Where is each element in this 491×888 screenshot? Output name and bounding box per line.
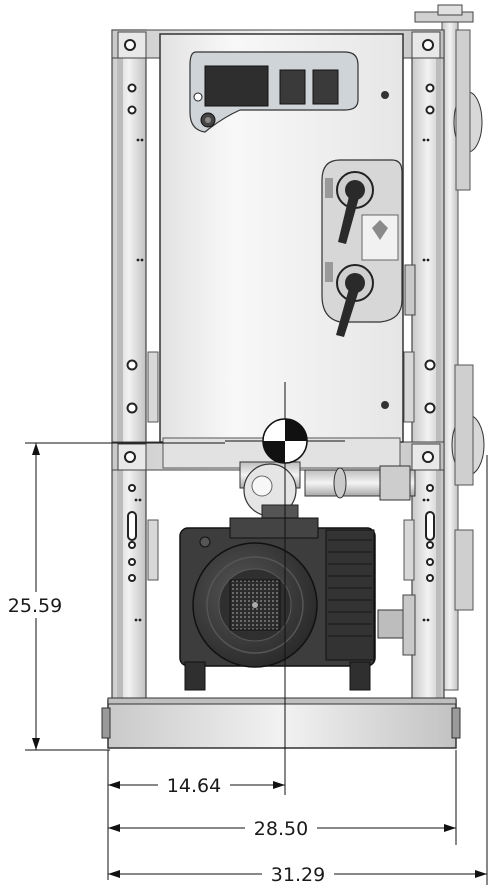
display-screen — [204, 65, 269, 107]
display-module — [189, 51, 359, 133]
left-frame-post — [111, 29, 159, 731]
dimension-width-frame-label: 28.50 — [254, 818, 308, 840]
display-button-2 — [312, 69, 339, 105]
display-button-1 — [279, 69, 306, 105]
disconnect-switches — [321, 159, 403, 337]
dimension-height: 25.59 — [2, 442, 225, 751]
frame-holes — [126, 83, 436, 582]
center-of-gravity-symbol — [225, 382, 345, 795]
right-pipe — [414, 4, 485, 691]
dimension-height-label: 25.59 — [8, 595, 62, 617]
pump-piping — [239, 461, 416, 528]
dimension-width-overall-label: 31.29 — [271, 864, 325, 886]
dimension-width-center: 14.64 — [107, 750, 285, 880]
base-skid — [101, 697, 461, 749]
dimension-width-frame: 28.50 — [108, 750, 457, 845]
dimension-width-overall: 31.29 — [108, 455, 488, 887]
frame-dots — [134, 138, 430, 622]
pump-motor — [179, 517, 407, 691]
side-valves — [402, 264, 416, 656]
dimension-width-center-label: 14.64 — [167, 775, 221, 797]
right-frame-post — [403, 29, 445, 731]
